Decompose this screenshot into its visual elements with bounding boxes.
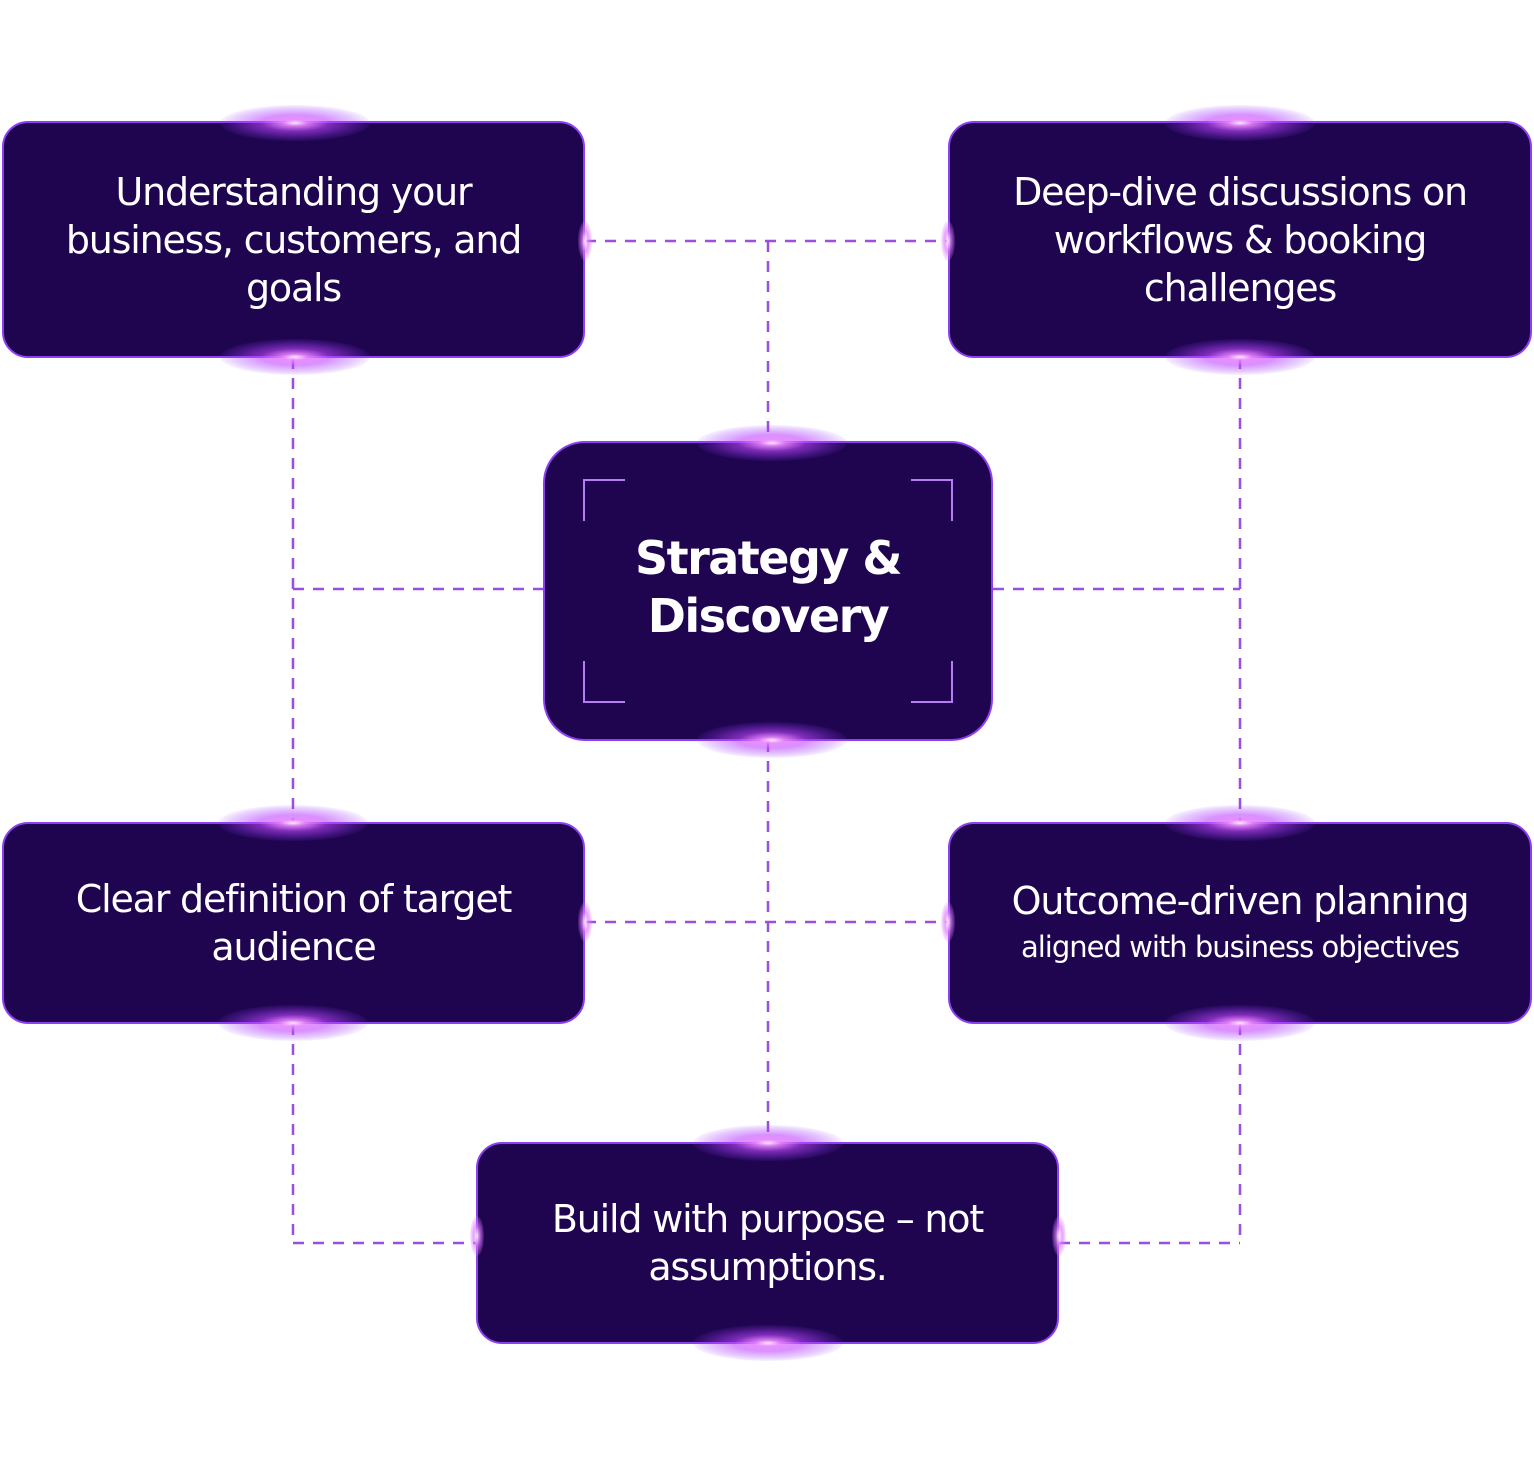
corner-bracket	[583, 479, 625, 521]
node-understanding-business: Understanding your business, customers, …	[2, 121, 585, 358]
node-label-line: Deep-dive discussions on	[1013, 169, 1468, 214]
node-label-line: Understanding your	[115, 169, 473, 214]
node-label-line: business, customers, and	[65, 217, 523, 262]
node-label-line: Build with purpose – not	[551, 1197, 984, 1241]
node-label-line: goals	[245, 265, 342, 310]
node-label-line: assumptions.	[648, 1245, 888, 1289]
node-label-line: workflows & booking	[1053, 217, 1428, 262]
node-deep-dive-discussions: Deep-dive discussions on workflows & boo…	[948, 121, 1532, 358]
node-label-line: Outcome-driven planning	[1011, 879, 1470, 923]
node-label-line: challenges	[1143, 265, 1337, 310]
corner-bracket	[583, 661, 625, 703]
node-target-audience: Clear definition of target audience	[2, 822, 585, 1024]
node-label-line: Clear definition of target	[75, 877, 513, 921]
node-strategy-discovery-center: Strategy & Discovery	[543, 441, 993, 741]
node-build-with-purpose: Build with purpose – not assumptions.	[476, 1142, 1059, 1344]
node-label-line: audience	[211, 925, 376, 969]
center-title-line: Strategy &	[634, 531, 903, 585]
node-outcome-driven-planning: Outcome-driven planning aligned with bus…	[948, 822, 1532, 1024]
corner-bracket	[911, 479, 953, 521]
center-title-line: Discovery	[647, 589, 890, 643]
node-label-line: aligned with business objectives	[1020, 930, 1460, 964]
corner-bracket	[911, 661, 953, 703]
